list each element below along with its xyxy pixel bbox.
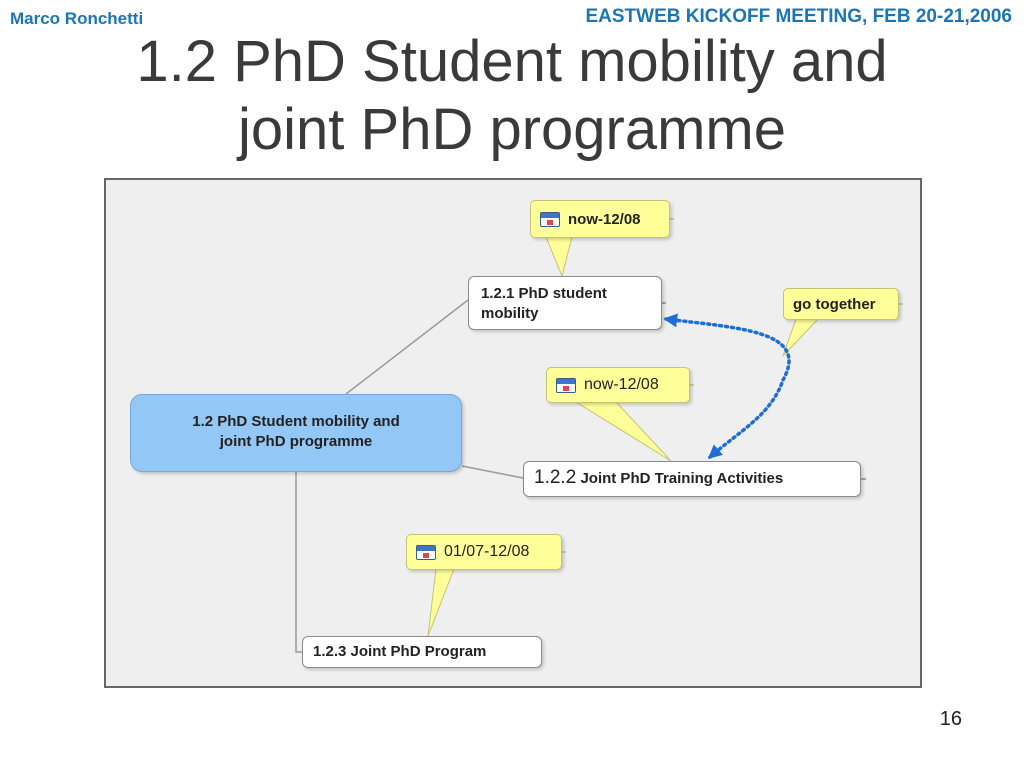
topic-1-2-2-label: Joint PhD Training Activities	[580, 470, 784, 487]
callout-date-121-text: now-12/08	[568, 210, 641, 228]
slide-title-line2: joint PhD programme	[238, 97, 786, 162]
connector-root-122	[461, 465, 524, 479]
calendar-icon	[416, 544, 436, 560]
callout-pointer-2	[574, 401, 672, 462]
mindmap-canvas: 1.2 PhD Student mobility and joint PhD p…	[104, 178, 922, 688]
topic-1-2-2[interactable]: 1.2.2 Joint PhD Training Activities	[523, 461, 861, 497]
topic-1-2-1[interactable]: 1.2.1 PhD student mobility	[468, 276, 662, 330]
callout-date-122[interactable]: now-12/08	[546, 367, 690, 403]
meeting-title: EASTWEB KICKOFF MEETING, FEB 20-21,2006	[585, 6, 1012, 27]
topic-1-2-3[interactable]: 1.2.3 Joint PhD Program	[302, 636, 542, 668]
topic-1-2-1-line2: mobility	[481, 305, 539, 322]
callout-date-123[interactable]: 01/07-12/08	[406, 534, 562, 570]
relationship-note-text: go together	[793, 295, 876, 313]
connector-root-121	[345, 299, 469, 395]
author-name: Marco Ronchetti	[10, 9, 144, 28]
callout-pointer-1	[545, 236, 573, 278]
topic-1-2-2-number: 1.2.2	[534, 467, 577, 488]
callout-date-121[interactable]: now-12/08	[530, 200, 670, 238]
root-topic[interactable]: 1.2 PhD Student mobility and joint PhD p…	[130, 394, 462, 472]
calendar-icon	[556, 377, 576, 393]
slide-title-line1: 1.2 PhD Student mobility and	[136, 29, 888, 94]
callout-date-123-text: 01/07-12/08	[444, 543, 530, 560]
mindmap-connectors	[295, 218, 903, 653]
callout-date-122-text: now-12/08	[584, 376, 659, 393]
page-number: 16	[939, 708, 962, 730]
slide-title: 1.2 PhD Student mobility and joint PhD p…	[0, 28, 1024, 164]
connector-root-123	[295, 472, 302, 653]
callout-relationship-note[interactable]: go together	[783, 288, 899, 320]
calendar-icon	[540, 211, 560, 227]
root-topic-line1: 1.2 PhD Student mobility and	[192, 413, 400, 430]
relationship-arrow	[663, 313, 791, 459]
topic-1-2-3-label: 1.2.3 Joint PhD Program	[313, 643, 487, 660]
root-topic-line2: joint PhD programme	[219, 433, 373, 450]
callout-pointer-3	[427, 568, 455, 637]
topic-1-2-1-line1: 1.2.1 PhD student	[481, 285, 607, 302]
